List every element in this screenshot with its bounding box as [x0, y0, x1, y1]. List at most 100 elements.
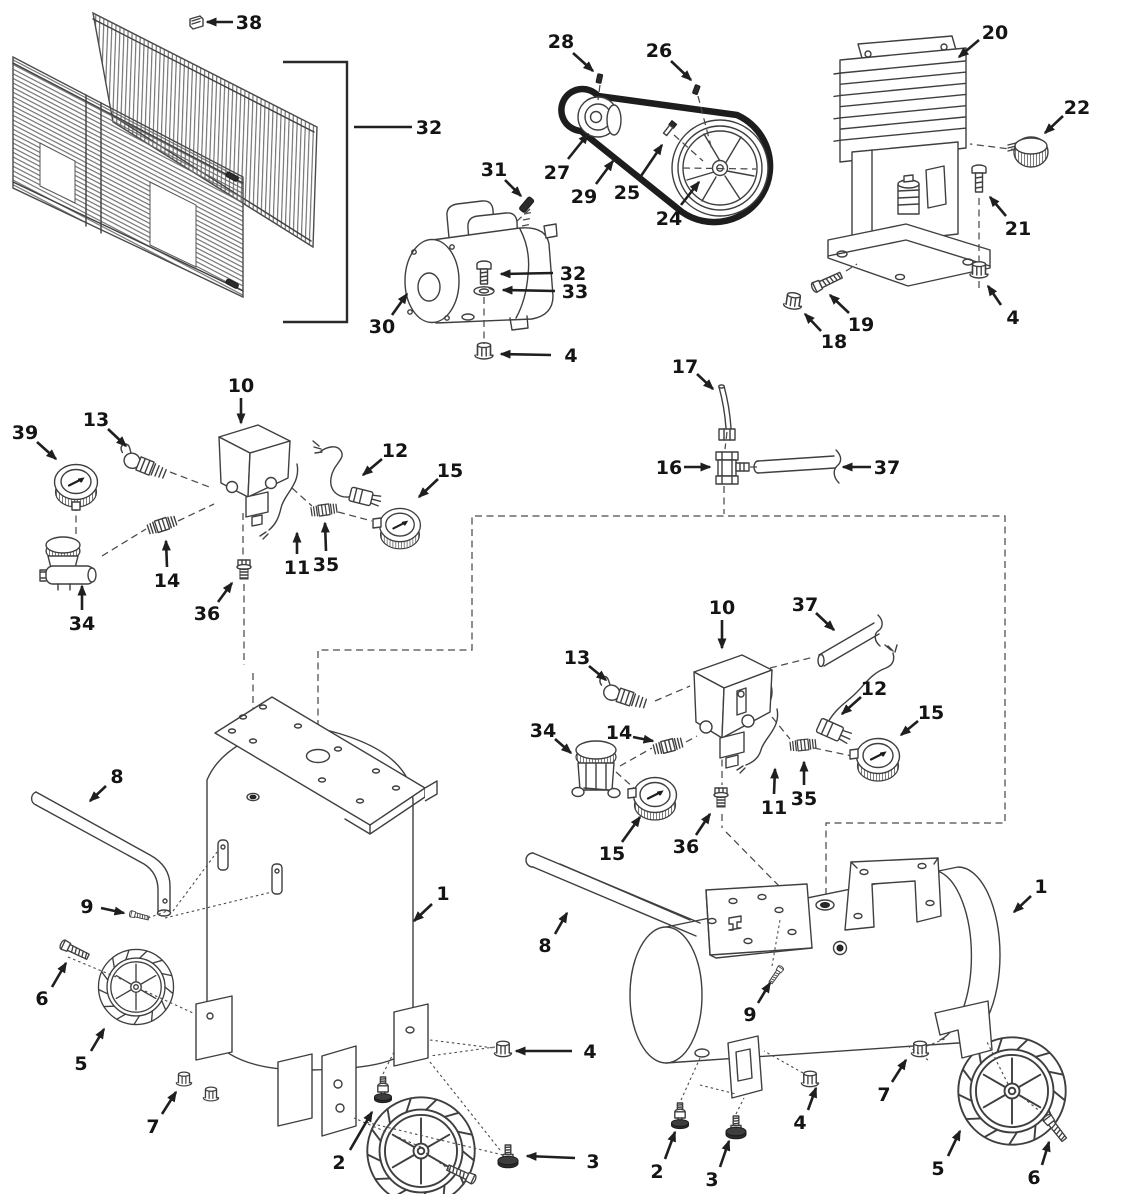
- gauge-15-stem: [372, 517, 382, 529]
- callout-arrow-22-14: [1043, 115, 1064, 135]
- compressor-pump: [782, 35, 1049, 311]
- callout-label-18-18: 18: [821, 331, 847, 353]
- gauge-15-right: [855, 737, 901, 783]
- callout-label-33-11: 33: [562, 281, 588, 303]
- motor-pulley: [577, 96, 622, 138]
- clip-38: [189, 15, 204, 30]
- drain-valve-2-right: [670, 1102, 690, 1130]
- rear-grille-panel: [92, 11, 318, 249]
- callout-arrow-19-17: [828, 293, 850, 314]
- callout-label-6-45: 6: [35, 988, 48, 1010]
- wheel-bolt-6-left: [58, 938, 91, 962]
- callout-arrow-9-44: [100, 906, 126, 916]
- belt: [558, 85, 774, 226]
- callout-label-24-7: 24: [656, 208, 682, 230]
- callout-arrow-32-10: [499, 269, 554, 279]
- callout-arrow-1-48: [412, 903, 433, 923]
- callout-arrow-14-38: [632, 734, 655, 744]
- fitting-35-right: [789, 737, 817, 753]
- callout-label-15-39: 15: [599, 843, 625, 865]
- set-screw-25: [662, 119, 678, 137]
- callout-label-36-40: 36: [673, 836, 699, 858]
- tank-top-plate: [214, 696, 438, 835]
- tee-and-tubes: [715, 384, 842, 514]
- handle-8-right: [525, 852, 701, 937]
- callout-label-14-38: 14: [606, 722, 632, 744]
- set-screw: [692, 84, 701, 95]
- callout-arrow-13-34: [588, 664, 608, 682]
- callout-label-17-29: 17: [672, 356, 698, 378]
- callout-label-27-4: 27: [544, 162, 570, 184]
- motor-bolt-32: [476, 260, 492, 285]
- plate-slot: [728, 915, 742, 931]
- fitting-36-right: [713, 787, 729, 808]
- callout-arrow-15-39: [620, 815, 642, 843]
- motor-nut-4: [474, 342, 494, 360]
- wheel-5-left: [97, 948, 175, 1026]
- gauge-39-stem: [71, 501, 81, 511]
- set-screw: [595, 73, 604, 84]
- callout-label-32-10: 32: [560, 263, 586, 285]
- air-filter-knob-22: [1007, 136, 1049, 168]
- callout-arrow-5-46: [89, 1027, 106, 1052]
- callout-label-21-15: 21: [1005, 218, 1031, 240]
- callout-arrow-6-45: [50, 961, 68, 988]
- rear-leg: [277, 1053, 313, 1127]
- callout-label-31-8: 31: [481, 159, 507, 181]
- pump-nut-4: [969, 261, 989, 279]
- check-valve-13-right: [599, 675, 648, 709]
- grille-group-bracket: [283, 60, 349, 324]
- callout-arrow-13-20: [107, 428, 128, 448]
- axle-leg-right: [934, 1000, 993, 1059]
- regulator-assembly-right: [571, 614, 901, 946]
- callout-label-16-30: 16: [656, 457, 682, 479]
- callout-label-22-14: 22: [1064, 97, 1090, 119]
- panel-cutout: [39, 142, 76, 204]
- belt-drive: [515, 73, 774, 226]
- callout-label-4-57: 4: [793, 1112, 806, 1134]
- drain-boss: [694, 1048, 710, 1058]
- callout-label-7-47: 7: [146, 1116, 159, 1138]
- handle-8-left: [30, 791, 172, 917]
- tube-17: [718, 384, 736, 441]
- callout-arrow-2-49: [348, 1110, 374, 1151]
- callout-arrow-4-12: [499, 349, 552, 359]
- callout-label-9-54: 9: [743, 1004, 756, 1026]
- callout-label-32-1: 32: [416, 117, 442, 139]
- wheel-bottom: [366, 1096, 476, 1194]
- leg-slot: [735, 1048, 753, 1082]
- leg-nut-4: [493, 1040, 513, 1058]
- callout-label-8-52: 8: [538, 935, 551, 957]
- callout-arrow-15-36: [899, 719, 919, 737]
- callout-arrow-34-37: [554, 738, 573, 754]
- callout-arrow-39-19: [36, 441, 58, 461]
- callout-arrow-36-40: [694, 812, 712, 836]
- callout-label-13-34: 13: [564, 647, 590, 669]
- callout-arrow-21-15: [989, 195, 1007, 217]
- tube-11-right: [736, 708, 779, 774]
- callout-label-3-51: 3: [586, 1151, 599, 1173]
- callout-label-2-49: 2: [332, 1152, 345, 1174]
- callout-arrow-14-24: [161, 539, 171, 568]
- axle-nut-7-right: [910, 1040, 930, 1058]
- panel-stud: [225, 171, 239, 182]
- fitting-36-left: [236, 559, 252, 580]
- breather: [897, 174, 920, 215]
- wheel-bolt-6-right: [1041, 1112, 1069, 1144]
- callout-arrow-7-58: [890, 1058, 908, 1083]
- callout-label-37-31: 37: [874, 457, 900, 479]
- callout-label-25-6: 25: [614, 182, 640, 204]
- callout-arrow-9-54: [756, 981, 772, 1004]
- callout-arrow-35-28: [320, 521, 330, 552]
- tube-11-left: [259, 463, 299, 540]
- front-foot-leg: [727, 1035, 763, 1099]
- callout-arrow-3-51: [525, 1151, 576, 1161]
- callout-arrow-33-11: [501, 285, 556, 295]
- panel-cutout: [149, 181, 197, 268]
- callout-arrow-37-33: [815, 612, 836, 632]
- panel-stud: [225, 278, 239, 289]
- horizontal-tank-assembly: [525, 852, 1069, 1146]
- callout-label-11-41: 11: [761, 797, 787, 819]
